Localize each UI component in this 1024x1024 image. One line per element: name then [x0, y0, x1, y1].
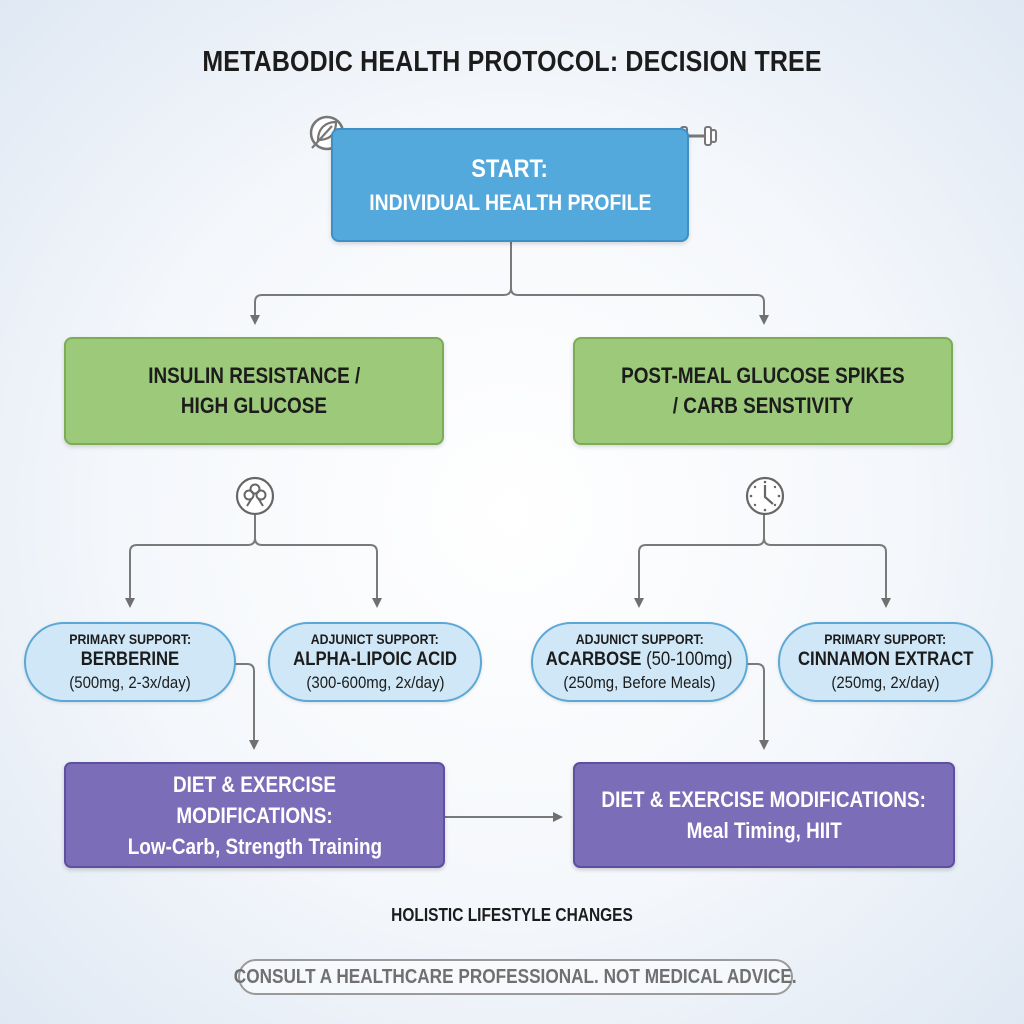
supplement-dose: (250mg, 2x/day) — [831, 673, 940, 692]
supplement-name: BERBERINE — [80, 649, 180, 670]
start-subtitle: INDIVIDUAL HEALTH PROFILE — [368, 189, 652, 215]
disclaimer-badge: CONSULT A HEALTHCARE PROFESSIONAL. NOT M… — [234, 959, 797, 995]
condition-node-glucose-spikes: POST-MEAL GLUCOSE SPIKES / CARB SENSTIVI… — [573, 337, 953, 445]
modification-title: DIET & EXERCISE MODIFICATIONS: — [601, 787, 927, 812]
supplement-node-cinnamon-extract: PRIMARY SUPPORT: CINNAMON EXTRACT (250mg… — [778, 622, 993, 702]
connector-left-icon — [125, 515, 256, 608]
modification-detail: Low-Carb, Strength Training — [127, 833, 382, 859]
modification-title: DIET & EXERCISE MODIFICATIONS: — [173, 771, 336, 828]
diagram-title: METABODIC HEALTH PROTOCOL: DECISION TREE — [202, 46, 822, 78]
supplement-type: ADJUNICT SUPPORT: — [575, 631, 704, 647]
supplement-dose: (300-600mg, 2x/day) — [305, 673, 445, 692]
modification-node-low-carb: DIET & EXERCISE MODIFICATIONS: Low-Carb,… — [64, 762, 445, 868]
condition-label-line2: HIGH GLUCOSE — [180, 393, 328, 418]
supplement-dose: (500mg, 2-3x/day) — [69, 673, 191, 692]
modification-detail: Meal Timing, HIIT — [686, 818, 842, 843]
clover-ribbon-icon — [235, 476, 275, 516]
supplement-dose: (250mg, Before Meals) — [563, 673, 716, 692]
supplement-node-acarbose: ADJUNICT SUPPORT: ACARBOSE (50-100mg) (2… — [531, 622, 748, 702]
disclaimer-text: CONSULT A HEALTHCARE PROFESSIONAL. NOT M… — [234, 965, 797, 988]
connector-right-icon-right — [763, 537, 891, 608]
supplement-type: PRIMARY SUPPORT: — [69, 631, 191, 647]
supplement-node-berberine: PRIMARY SUPPORT: BERBERINE (500mg, 2-3x/… — [24, 622, 236, 702]
connector-start-right — [510, 287, 769, 325]
supplement-type: ADJUNICT SUPPORT: — [310, 631, 440, 647]
start-node: START: INDIVIDUAL HEALTH PROFILE — [331, 128, 689, 242]
condition-label-line1: INSULIN RESISTANCE / — [147, 363, 360, 388]
supplement-name: ACARBOSE — [546, 649, 642, 670]
condition-label-line2: / CARB SENSTIVITY — [672, 393, 854, 418]
start-title: START: — [471, 154, 549, 183]
supplement-node-alpha-lipoic-acid: ADJUNICT SUPPORT: ALPHA-LIPOIC ACID (300… — [268, 622, 482, 702]
connector-start-split — [250, 242, 512, 325]
supplement-name-extra: (50-100mg) — [646, 649, 733, 670]
connector-left-icon-right — [254, 537, 382, 608]
supplement-name: ALPHA-LIPOIC ACID — [293, 649, 457, 670]
supplement-type: PRIMARY SUPPORT: — [824, 631, 947, 647]
connector-right-icon — [634, 515, 765, 608]
condition-node-insulin-resistance: INSULIN RESISTANCE / HIGH GLUCOSE — [64, 337, 444, 445]
connector-berberine-diet — [235, 663, 259, 750]
clock-icon — [745, 476, 785, 516]
modification-node-meal-timing: DIET & EXERCISE MODIFICATIONS: Meal Timi… — [573, 762, 955, 868]
supplement-name: CINNAMON EXTRACT — [797, 649, 974, 670]
holistic-label: HOLISTIC LIFESTYLE CHANGES — [391, 905, 633, 925]
connector-acarbose-diet — [747, 663, 769, 750]
condition-label-line1: POST-MEAL GLUCOSE SPIKES — [621, 363, 905, 388]
